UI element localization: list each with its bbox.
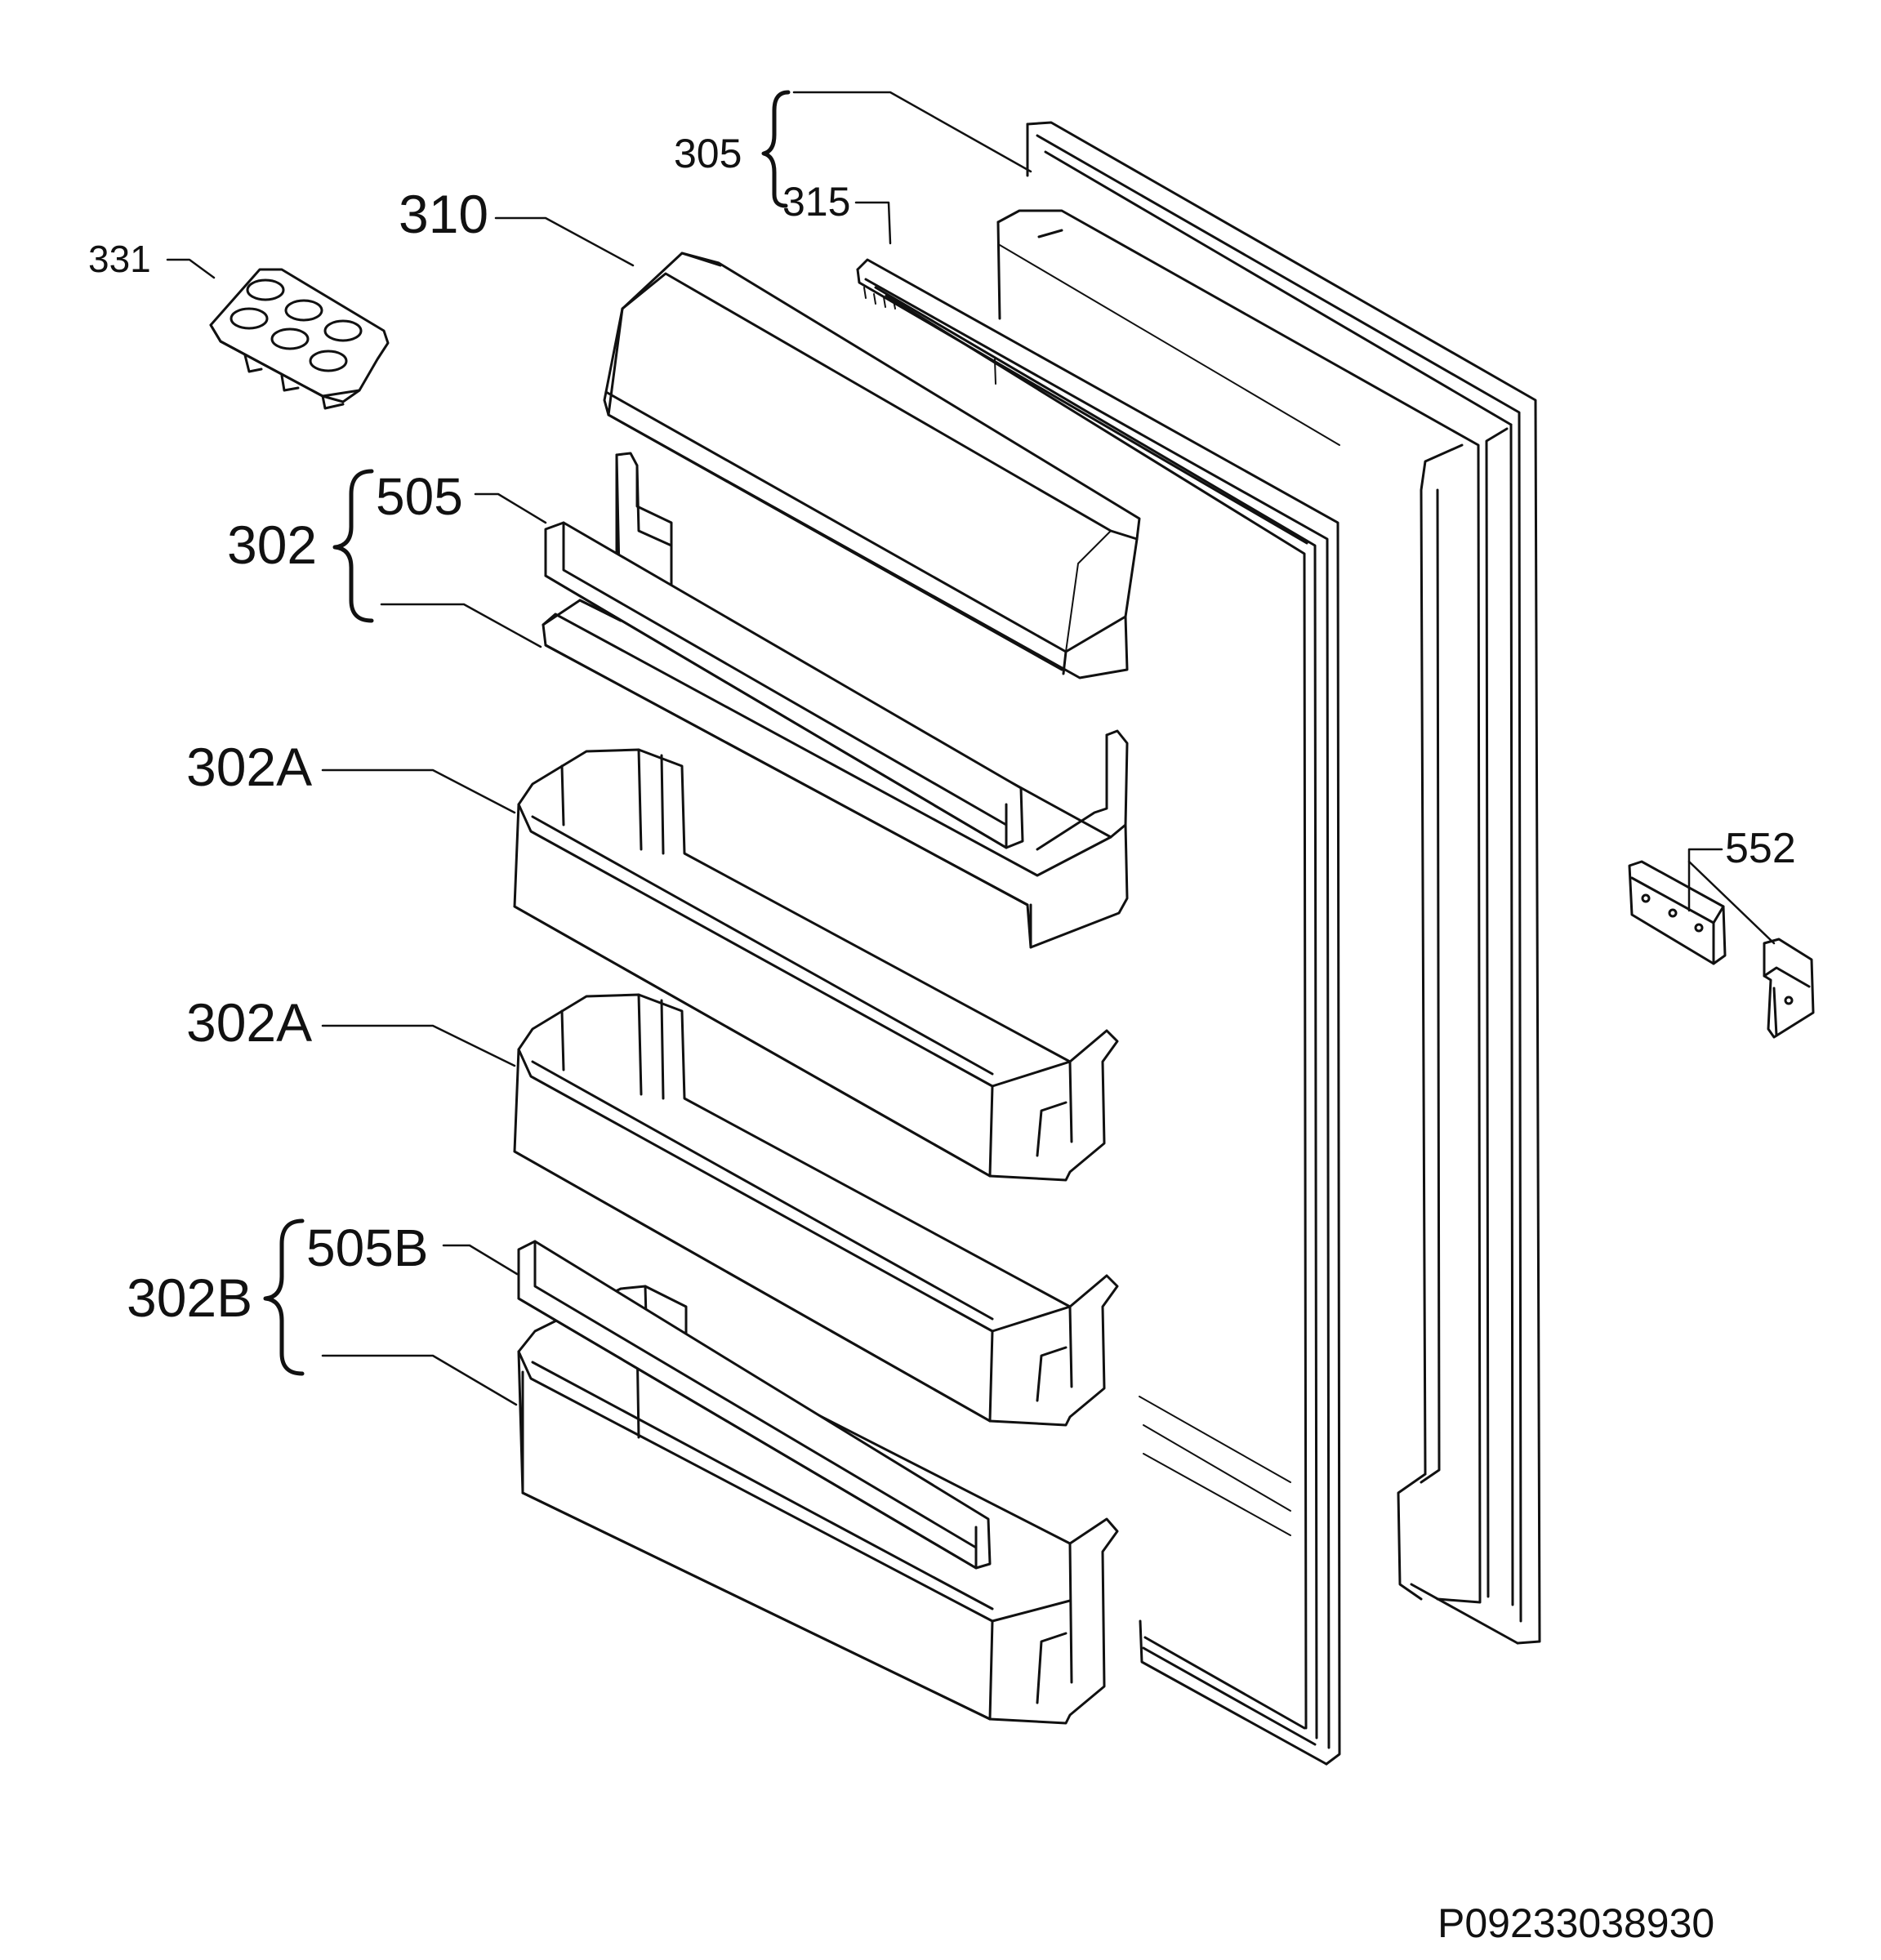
label-505b: 505B bbox=[306, 1218, 428, 1277]
label-315: 315 bbox=[782, 179, 850, 225]
door-gasket bbox=[856, 258, 1341, 1766]
brace-302b bbox=[263, 1218, 305, 1376]
shelf-rail-505b bbox=[517, 1240, 992, 1570]
assembly-braces bbox=[263, 90, 791, 1376]
label-302b: 302B bbox=[127, 1267, 252, 1328]
door-shelf-302a-lower bbox=[513, 993, 1119, 1427]
drawing-number: P09233038930 bbox=[1437, 1900, 1714, 1946]
label-552: 552 bbox=[1725, 825, 1796, 872]
label-302a-lower: 302A bbox=[186, 992, 312, 1053]
brace-305 bbox=[761, 90, 791, 208]
shelf-rail-505 bbox=[544, 521, 1024, 849]
label-331: 331 bbox=[88, 238, 151, 280]
leader-lines bbox=[166, 91, 1776, 1406]
egg-tray bbox=[209, 268, 390, 410]
label-310: 310 bbox=[399, 184, 488, 244]
door-outer-panel bbox=[1026, 121, 1541, 1645]
label-505: 505 bbox=[376, 467, 463, 526]
hinge-bracket bbox=[1763, 938, 1815, 1039]
hinge-plate bbox=[1628, 860, 1727, 965]
door-shelf-302b bbox=[517, 1285, 1119, 1725]
dairy-compartment bbox=[603, 252, 1141, 679]
brace-302 bbox=[332, 469, 374, 623]
door-shelf-302a-upper bbox=[513, 748, 1119, 1182]
part-labels: 305 315 310 331 302 505 302A 302A 302B 5… bbox=[88, 131, 1796, 1328]
label-305: 305 bbox=[674, 131, 742, 176]
label-302: 302 bbox=[227, 514, 317, 575]
door-inner-liner bbox=[994, 209, 1482, 1604]
label-302a-upper: 302A bbox=[186, 737, 312, 797]
